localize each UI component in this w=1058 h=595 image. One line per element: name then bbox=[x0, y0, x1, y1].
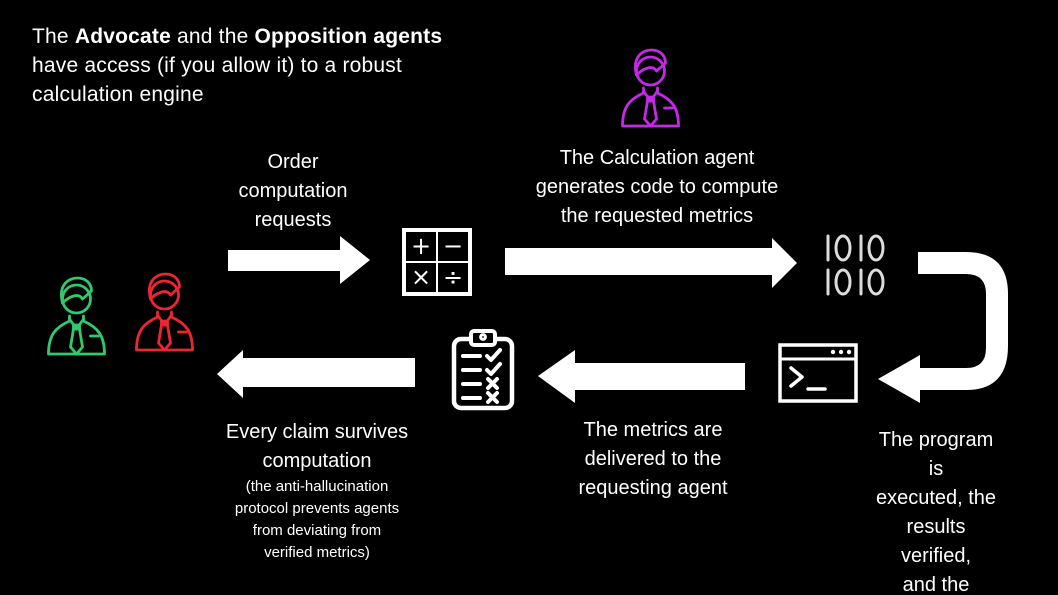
arrow-left-deliver-icon bbox=[538, 350, 745, 403]
arrow-left-claim-icon bbox=[217, 350, 415, 398]
metrics-delivered-label: The metrics are delivered to the request… bbox=[578, 419, 728, 499]
header-mid: and the bbox=[170, 25, 255, 48]
calculator-icon: + − × ÷ bbox=[402, 228, 472, 296]
calc-minus-icon: − bbox=[437, 231, 469, 262]
header-line-1: The Advocate and the Opposition agents bbox=[32, 22, 442, 51]
header-advocate: Advocate bbox=[74, 25, 171, 48]
header-opposition: Opposition agents bbox=[254, 25, 443, 48]
order-computation-label: Order computation requests bbox=[238, 151, 348, 231]
arrow-right-generate-icon bbox=[505, 238, 797, 288]
program-executed-label: The program is executed, the results ver… bbox=[875, 429, 997, 595]
header-line-2: have access (if you allow it) to a robus… bbox=[32, 54, 403, 77]
calculation-agent-icon bbox=[621, 48, 680, 128]
opposition-agent-icon bbox=[135, 272, 194, 352]
clipboard-checklist-icon bbox=[451, 329, 515, 411]
header-pre: The bbox=[32, 25, 75, 48]
arrow-right-order-icon bbox=[228, 236, 370, 284]
advocate-agent-icon bbox=[47, 276, 106, 356]
arrow-uturn-icon bbox=[878, 252, 1008, 403]
anti-hallucination-note: (the anti-hallucination protocol prevent… bbox=[234, 478, 400, 561]
calc-divide-icon: ÷ bbox=[437, 262, 469, 293]
calc-plus-icon: + bbox=[405, 231, 437, 262]
header-line-3: calculation engine bbox=[32, 83, 204, 106]
calc-times-icon: × bbox=[405, 262, 437, 293]
calculation-agent-label: The Calculation agent generates code to … bbox=[535, 147, 779, 227]
binary-code-icon bbox=[826, 234, 885, 296]
header-text: The Advocate and the Opposition agents h… bbox=[32, 22, 442, 109]
terminal-window-icon bbox=[778, 343, 858, 403]
claim-survives-label: Every claim survives computation bbox=[225, 421, 409, 472]
